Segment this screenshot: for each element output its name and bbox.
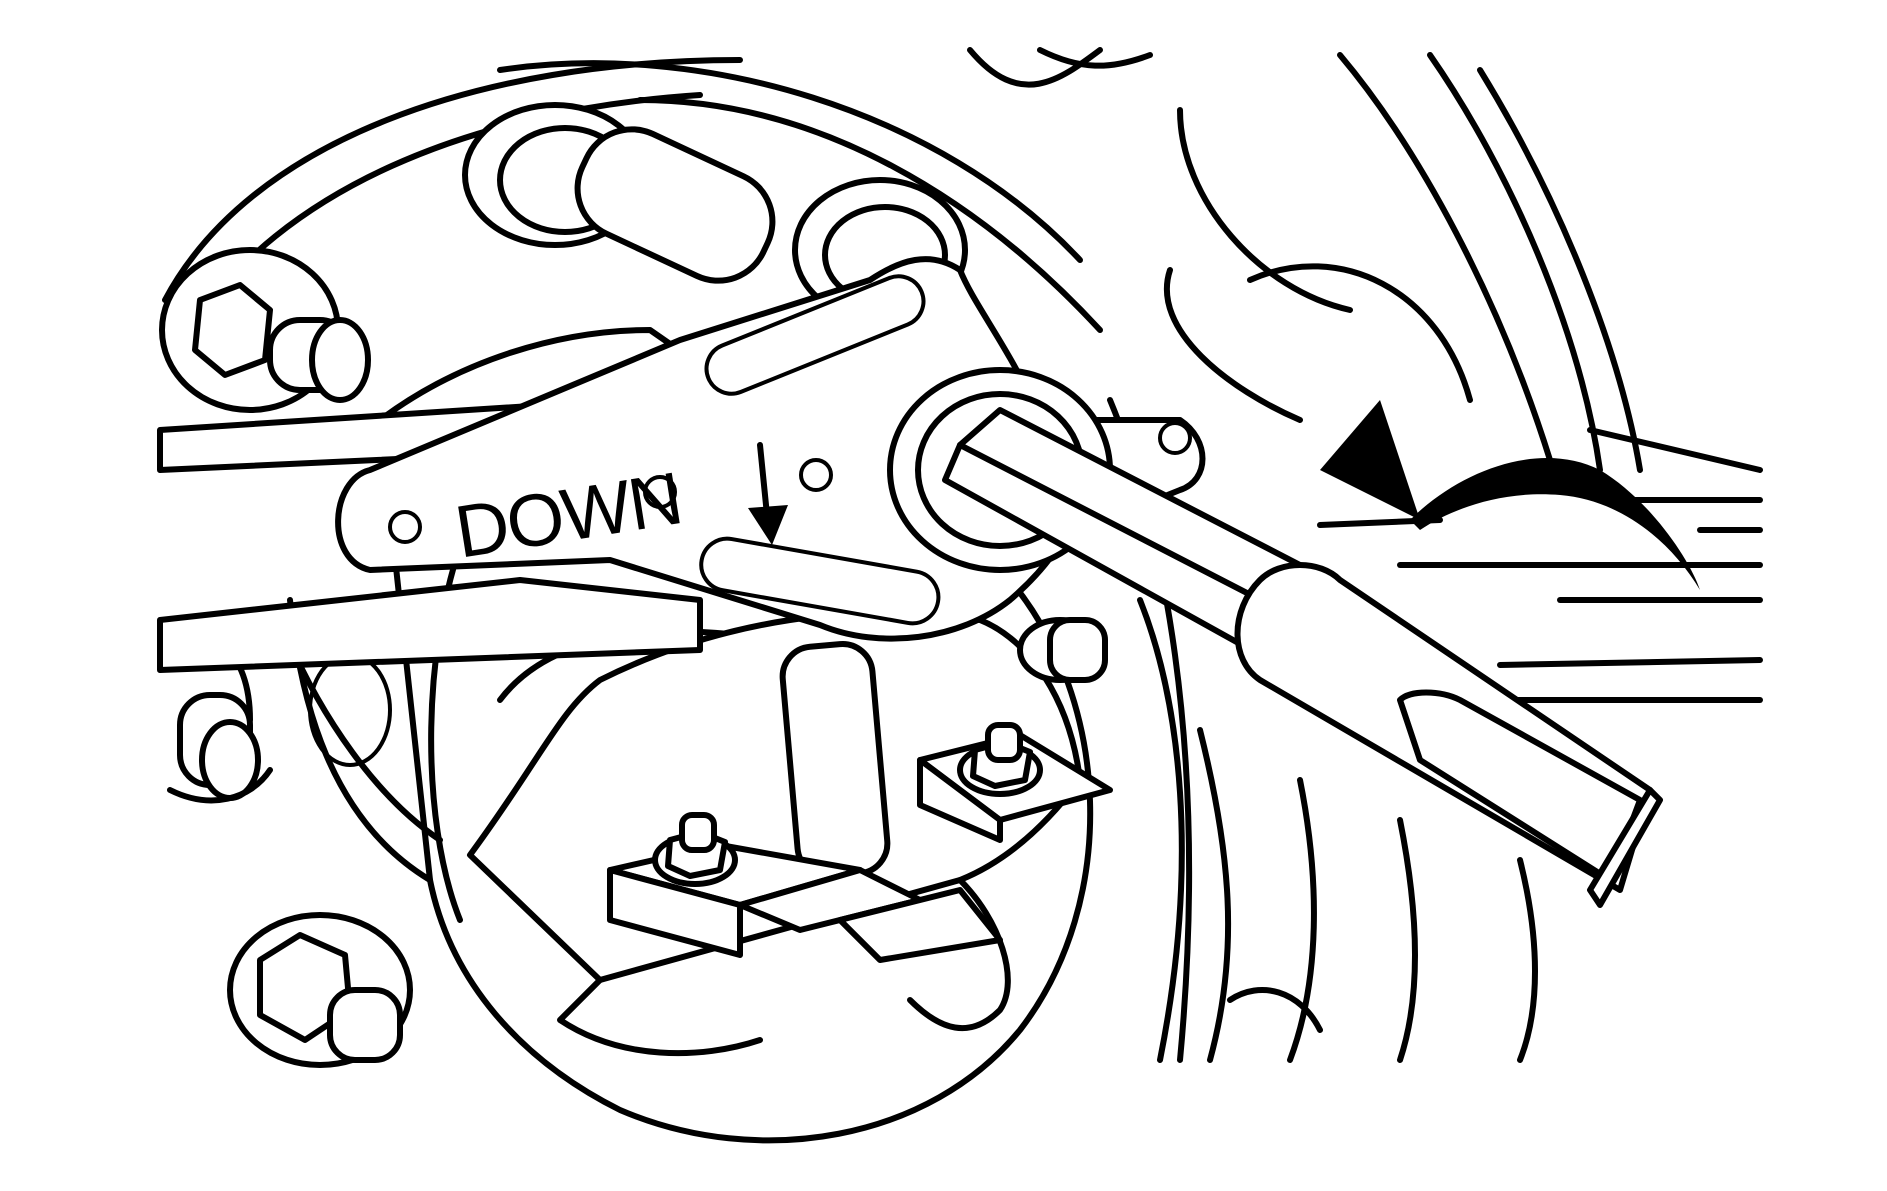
rotation-arrow (1320, 400, 1700, 590)
bolt-bottom-left (227, 912, 413, 1068)
housing-background (162, 47, 1643, 1063)
screwdriver (942, 407, 1663, 908)
terminal-nut-right (957, 722, 1043, 797)
cooling-fins (1317, 427, 1763, 703)
terminal-nut-left (652, 812, 738, 887)
bolt-upper-left (159, 247, 371, 413)
solenoid-terminal (467, 609, 1113, 1057)
bolt-top-center (462, 102, 776, 284)
bolt-right-center (1017, 617, 1108, 683)
